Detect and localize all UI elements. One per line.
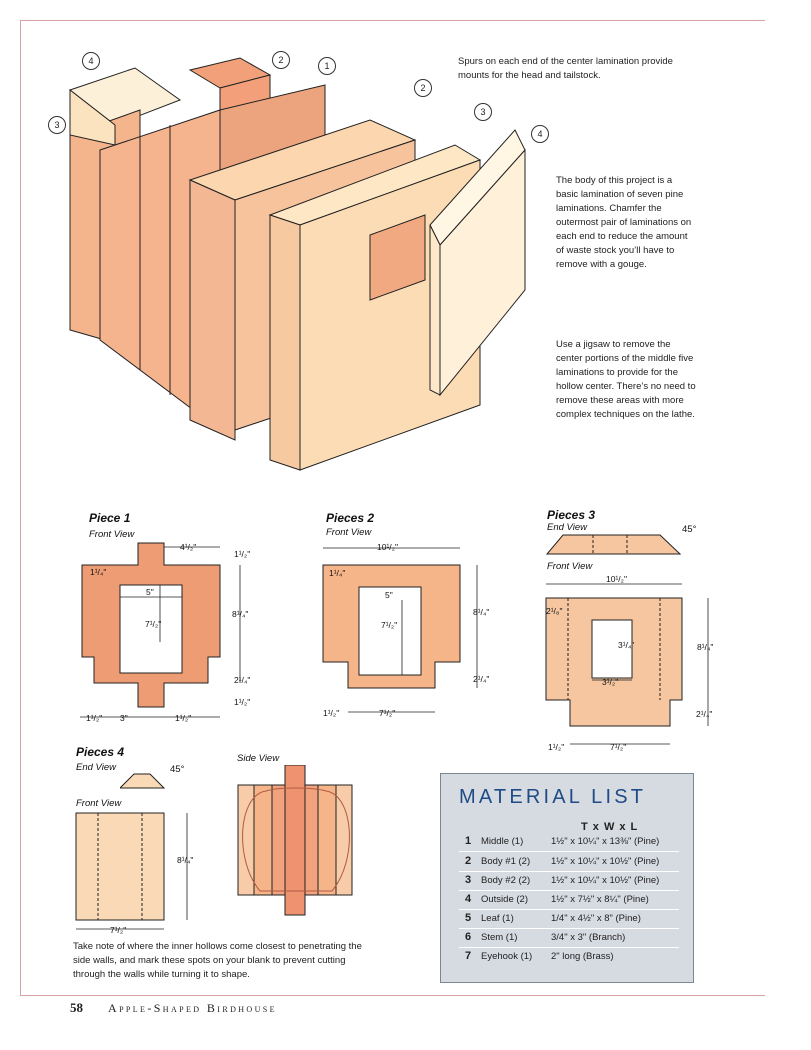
caption-hollows: Take note of where the inner hollows com… (73, 941, 362, 980)
pieces3-dim: 3¹/₂" (602, 677, 618, 687)
material-row: 6 Stem (1) 3/4" x 3" (Branch) (459, 928, 679, 948)
piece1-dim: 1¹/₂" (234, 697, 250, 707)
row-size: 1/4" x 4½" x 8" (Pine) (551, 913, 641, 924)
pieces2-dim: 10¹/₂" (377, 542, 398, 552)
callout-4: 4 (82, 52, 100, 70)
row-number: 1 (465, 835, 472, 847)
exploded-illustration (68, 57, 526, 471)
side-view-label: Side View (237, 753, 280, 764)
pieces2-dim: 8¹/₄" (473, 607, 489, 617)
row-size: 3/4" x 3" (Branch) (551, 932, 626, 943)
callout-2: 2 (414, 79, 432, 97)
pieces2-drawing: 10¹/₂" 1¹/₄" 5" 7¹/₂" 8¹/₄" 2¹/₄" 1¹/₂" … (322, 542, 489, 718)
pieces4-end-view: End View (76, 762, 116, 773)
row-number: 6 (465, 931, 472, 943)
row-size: 1½" x 7½" x 8¼" (Pine) (551, 894, 649, 905)
callout-3: 3 (48, 116, 66, 134)
row-name: Leaf (1) (481, 913, 514, 924)
material-list: MATERIAL LIST T x W x L 1 Middle (1) 1½"… (440, 773, 694, 983)
material-row: 5 Leaf (1) 1/4" x 4½" x 8" (Pine) (459, 909, 679, 929)
piece1-view: Front View (89, 529, 135, 540)
caption-jigsaw: Use a jigsaw to remove the center portio… (556, 339, 696, 420)
pieces2-dim: 7¹/₂" (379, 708, 395, 718)
pieces3-end-view: End View (547, 522, 587, 533)
pieces2-title: Pieces 2 (326, 511, 375, 525)
material-row: 1 Middle (1) 1½" x 10¼" x 13⅜" (Pine) (459, 832, 679, 852)
row-name: Stem (1) (481, 932, 518, 943)
row-number: 2 (465, 855, 472, 867)
pieces2-dim: 2¹/₄" (473, 674, 489, 684)
pieces3-dim: 7¹/₂" (610, 742, 626, 752)
page-border (20, 20, 21, 995)
caption-spurs: Spurs on each end of the center laminati… (458, 56, 673, 81)
pieces4-dim: 8¹/₄" (177, 855, 193, 865)
pieces2-dim: 1¹/₂" (323, 708, 339, 718)
piece1-drawing: 4¹/₂" 1¹/₂" 1¹/₄" 5" 7¹/₂" 8¹/₄" 2¹/₄" 1… (80, 542, 250, 723)
pieces4-drawing: 8¹/₄" 7¹/₂" (75, 812, 193, 935)
side-view-drawing (237, 765, 353, 916)
callout-1: 1 (318, 57, 336, 75)
pieces4-end-drawing (120, 773, 166, 789)
pieces2-dim: 1¹/₄" (329, 568, 345, 578)
pieces3-view: Front View (547, 561, 593, 572)
pieces3-dim: 3¹/₄" (618, 640, 634, 650)
pieces3-dim: 8¹/₄" (697, 642, 713, 652)
material-row: 3 Body #2 (2) 1½" x 10¼" x 10½" (Pine) (459, 871, 679, 891)
piece1-dim: 3" (120, 713, 128, 723)
material-row: 7 Eyehook (1) 2" long (Brass) (459, 947, 679, 966)
piece1-dim: 5" (146, 587, 154, 597)
row-name: Body #1 (2) (481, 856, 531, 867)
row-size: 2" long (Brass) (551, 951, 614, 962)
pieces3-drawing: 10¹/₂" 2¹/₈" 3¹/₄" 8¹/₄" 3¹/₂" 2¹/₄" 1¹/… (545, 574, 713, 752)
pieces3-dim: 10¹/₂" (606, 574, 627, 584)
piece1-title: Piece 1 (89, 511, 131, 525)
row-size: 1½" x 10¼" x 13⅜" (Pine) (551, 836, 660, 847)
row-size: 1½" x 10¼" x 10½" (Pine) (551, 856, 660, 867)
callout-2: 2 (272, 51, 290, 69)
pieces3-dim: 1¹/₂" (548, 742, 564, 752)
row-number: 3 (465, 874, 472, 886)
row-number: 7 (465, 950, 472, 962)
pieces3-title: Pieces 3 (547, 508, 596, 522)
pieces3-end-drawing (545, 534, 682, 555)
piece1-dim: 1¹/₂" (86, 713, 102, 723)
material-row: 2 Body #1 (2) 1½" x 10¼" x 10½" (Pine) (459, 852, 679, 872)
material-row: 4 Outside (2) 1½" x 7½" x 8¼" (Pine) (459, 890, 679, 910)
material-list-title: MATERIAL LIST (459, 786, 647, 808)
piece1-dim: 2¹/₄" (234, 675, 250, 685)
pieces3-dim: 2¹/₈" (546, 606, 562, 616)
row-name: Outside (2) (481, 894, 528, 905)
row-name: Body #2 (2) (481, 875, 531, 886)
running-title: Apple-Shaped Birdhouse (108, 1001, 277, 1015)
page-border (20, 995, 765, 996)
piece1-dim: 1¹/₂" (234, 549, 250, 559)
pieces3-angle: 45° (682, 524, 697, 535)
page-number: 58 (70, 1000, 83, 1015)
row-name: Eyehook (1) (481, 951, 533, 962)
piece1-dim: 1¹/₄" (90, 567, 106, 577)
callout-3: 3 (474, 103, 492, 121)
piece1-dim: 1¹/₂" (175, 713, 191, 723)
pieces2-dim: 5" (385, 590, 393, 600)
pieces2-view: Front View (326, 527, 372, 538)
pieces4-dim: 7¹/₂" (110, 925, 126, 935)
piece1-dim: 8¹/₄" (232, 609, 248, 619)
piece1-dim: 4¹/₂" (180, 542, 196, 552)
piece1-dim: 7¹/₂" (145, 619, 161, 629)
caption-body: The body of this project is a basic lami… (556, 175, 692, 270)
pieces3-dim: 2¹/₄" (696, 709, 712, 719)
pieces4-angle: 45° (170, 764, 185, 775)
row-size: 1½" x 10¼" x 10½" (Pine) (551, 875, 660, 886)
material-list-header: T x W x L (581, 821, 639, 833)
row-number: 4 (465, 893, 472, 905)
pieces4-title: Pieces 4 (76, 745, 125, 759)
callout-4: 4 (531, 125, 549, 143)
page-border (20, 20, 765, 21)
pieces2-dim: 7¹/₂" (381, 620, 397, 630)
row-name: Middle (1) (481, 836, 524, 847)
pieces4-view: Front View (76, 798, 122, 809)
row-number: 5 (465, 912, 472, 924)
